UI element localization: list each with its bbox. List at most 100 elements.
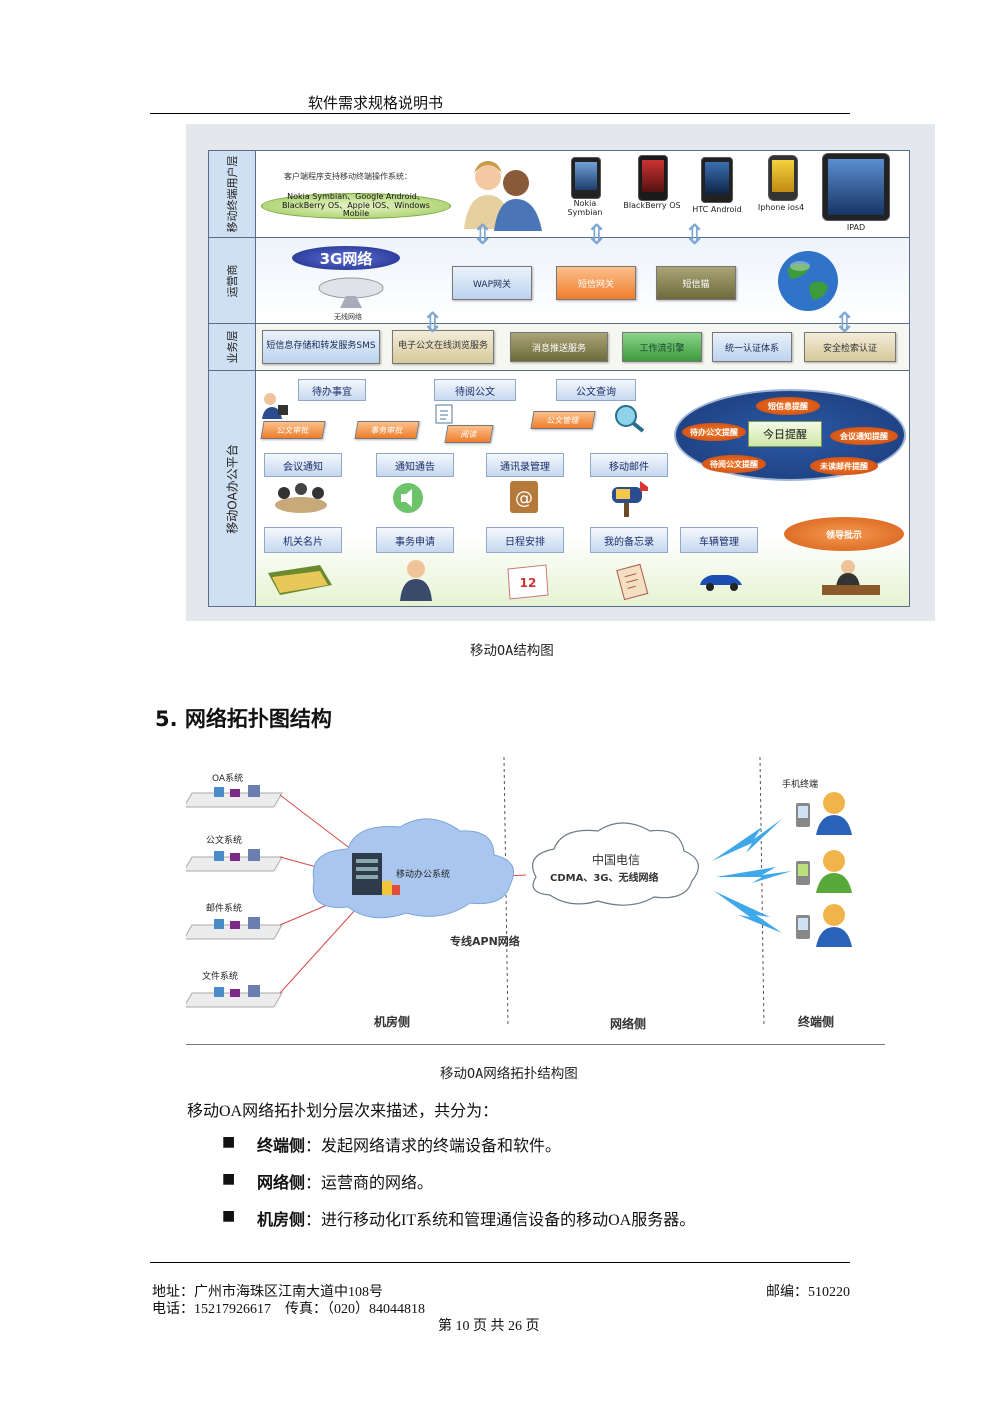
updown-arrow-icon: ⇕ [585,218,609,251]
carrier-band: 3G网络 无线网络 WAP网关 短信网关 短信猫 [256,238,909,324]
service-sms-chip: 短信息存储和转发服务SMS [262,330,380,364]
device-label-nokia: Nokia Symbian [567,199,603,218]
device-label-ipad: IPAD [846,223,866,232]
carrier-network-label: CDMA、3G、无线网络 [550,873,659,884]
figure2-bottom-rule [186,1044,885,1045]
service-workflow-chip: 工作流引擎 [622,332,702,362]
bullet-square-icon: ■ [222,1171,236,1187]
blackberry-phone-icon [638,155,668,201]
svg-text:@: @ [515,488,533,509]
bullet-item-network: 网络侧：运营商的网络。 [257,1175,434,1192]
business-cards-icon [262,559,338,599]
iphone-icon [768,155,798,201]
footer-address: 地址：广州市海珠区江南大道中108号 [152,1285,383,1300]
zone-label-network: 网络侧 [610,1017,647,1031]
module-schedule: 日程安排 [486,527,564,553]
mobile-office-system-label: 移动办公系统 [396,870,451,880]
nokia-phone-icon [571,157,601,199]
sms-gateway-chip: 短信网关 [556,266,636,300]
bullet-square-icon: ■ [222,1134,236,1150]
users-people-icon [456,159,556,231]
topology-drawing [186,757,852,1028]
footer-phone-fax: 电话：15217926617 传真：（020）84044818 [152,1302,425,1317]
module-name-card: 机关名片 [264,527,342,553]
figure1-caption: 移动OA结构图 [470,643,554,659]
updown-arrow-icon: ⇕ [683,218,707,251]
wap-gateway-chip: WAP网关 [452,266,532,300]
pending-doc-reminder-badge: 待阅公文提醒 [702,455,766,473]
leader-at-desk-icon [816,557,886,601]
carrier-name-label: 中国电信 [592,853,641,867]
module-contacts: 通讯录管理 [486,453,564,477]
todo-item: 待办事宜 [298,379,366,401]
module-announcement: 通知通告 [376,453,454,477]
apn-network-label: 专线APN网络 [450,935,520,948]
updown-arrow-icon: ⇕ [833,306,857,339]
mobile-terminal-label: 手机终端 [782,780,819,790]
3g-network-badge: 3G网络 [292,246,400,270]
doc-manage-step: 公文管理 [530,411,596,429]
service-push-chip: 消息推送服务 [510,332,608,362]
section-title: 网络拓扑图结构 [184,707,332,731]
ipad-icon [822,153,890,221]
task-approve-step: 事务审批 [354,421,420,439]
bullet-square-icon: ■ [222,1208,236,1224]
users-band: 客户端程序支持移动终端操作系统： Nokia Symbian、Google An… [256,151,909,238]
htc-phone-icon [701,157,733,203]
businessman-icon [396,557,436,601]
updown-arrow-icon: ⇕ [471,218,495,251]
architecture-frame: 移动终端用户层 运营商 业务层 移动OA办公平台 客户端程序支持移动终端操作系统… [208,150,910,607]
layer-label-carrier: 运营商 [209,238,256,324]
section-heading: 5. 网络拓扑图结构 [155,703,332,733]
zone-label-server-room: 机房侧 [374,1015,411,1029]
pending-docs-item: 待阅公文 [434,379,516,401]
calendar-icon: 12 [502,561,552,601]
device-label-blackberry: BlackBerry OS [623,201,681,210]
wireless-network-label: 无线网络 [334,313,362,321]
unread-mail-reminder-badge: 未读邮件提醒 [810,457,878,475]
magnifier-icon [612,403,648,433]
module-vehicle: 车辆管理 [680,527,758,553]
layer-label-users: 移动终端用户层 [209,151,256,238]
read-step: 阅读 [444,425,494,443]
figure2-caption: 移动OA网络拓扑结构图 [440,1066,578,1082]
system-label-oa: OA系统 [212,774,244,784]
mobile-oa-architecture-figure: 移动终端用户层 运营商 业务层 移动OA办公平台 客户端程序支持移动终端操作系统… [186,124,935,621]
system-label-mail: 邮件系统 [206,904,243,914]
module-task-request: 事务申请 [376,527,454,553]
layer-label-service: 业务层 [209,324,256,371]
today-reminder-box: 今日提醒 [748,421,822,447]
document-header-title: 软件需求规格说明书 [308,94,444,112]
sms-reminder-badge: 短信息提醒 [756,397,820,415]
doc-approve-step: 公文审批 [260,421,326,439]
todo-doc-reminder-badge: 待办公文提醒 [682,423,746,441]
footer-page-number: 第 10 页 共 26 页 [438,1319,540,1334]
car-icon [696,567,746,595]
doc-query-item: 公文查询 [556,379,636,401]
service-secure-search-chip: 安全检索认证 [804,332,896,362]
section-number: 5. [155,707,178,731]
platform-band: 待办事宜 待阅公文 公文查询 公文审批 事务审批 阅读 公文管理 今日提醒 短信… [256,371,909,606]
sms-modem-chip: 短信猫 [656,266,736,300]
module-mobile-mail: 移动邮件 [590,453,668,477]
globe-icon [770,248,846,314]
clipboard-icon [612,561,652,601]
footer-postcode: 邮编：510220 [766,1285,850,1300]
leader-instruction-badge: 领导批示 [784,517,904,551]
device-label-iphone: Iphone ios4 [757,203,805,212]
topology-intro-paragraph: 移动OA网络拓扑划分层次来描述，共分为： [187,1103,499,1120]
mailbox-icon [604,475,654,517]
service-doc-browse-chip: 电子公文在线浏览服务 [392,330,494,364]
meeting-reminder-badge: 会议通知提醒 [830,427,898,445]
module-meeting-notice: 会议通知 [264,453,342,477]
footer-divider [150,1262,850,1263]
bullet-item-terminal: 终端侧：发起网络请求的终端设备和软件。 [257,1138,562,1155]
person-at-computer-icon [260,391,290,421]
bullet-item-server-room: 机房侧：进行移动化IT系统和管理通信设备的移动OA服务器。 [257,1212,696,1229]
satellite-dish-icon [316,274,386,308]
system-label-docs: 公文系统 [206,836,243,846]
os-list-oval: Nokia Symbian、Google Android、BlackBerry … [261,192,451,219]
network-topology-figure: OA系统 公文系统 邮件系统 文件系统 移动办公系统 专线APN网络 中国电信 … [186,757,885,1045]
svg-text:12: 12 [520,576,537,590]
module-memo: 我的备忘录 [590,527,668,553]
